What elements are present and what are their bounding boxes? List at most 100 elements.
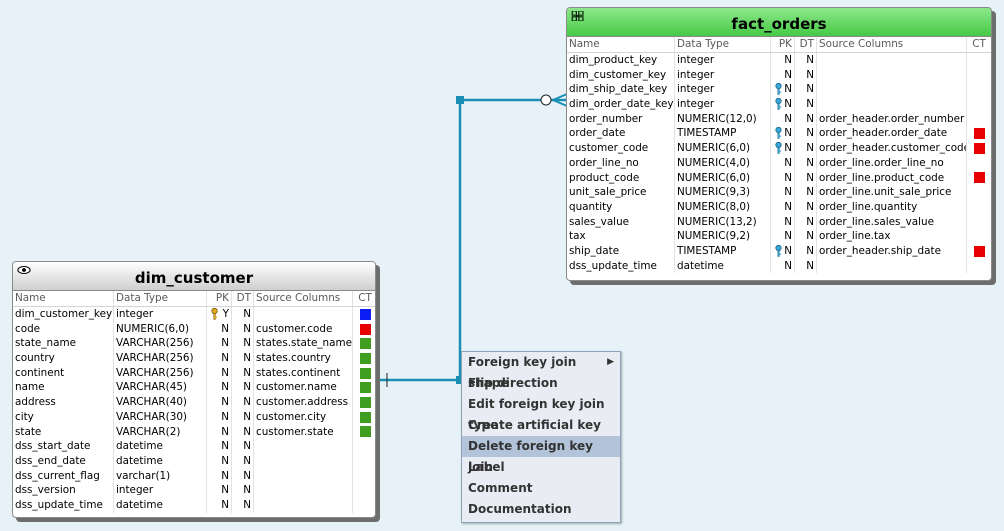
data-type: varchar(1) [114, 468, 207, 484]
table-header[interactable]: fact_orders [567, 8, 991, 37]
table-title: fact_orders [731, 15, 827, 33]
fact-orders-table[interactable]: fact_orders Name Data Type PK DT Source … [566, 7, 992, 281]
data-type: NUMERIC(8,0) [675, 199, 771, 215]
col-name-header: Name [567, 37, 675, 52]
col-ct-header: CT [972, 38, 986, 50]
data-type: datetime [114, 453, 207, 469]
ct-indicator [353, 307, 375, 322]
pk-flag: N [207, 321, 232, 337]
column-name: quantity [567, 199, 675, 215]
menu-item-comment[interactable]: Comment [462, 478, 620, 499]
data-type: VARCHAR(2) [114, 424, 207, 440]
menu-item-label: Flip direction [468, 376, 558, 390]
dt-flag: N [795, 155, 817, 171]
data-type: integer [675, 67, 771, 83]
ct-indicator [967, 215, 989, 230]
data-type: NUMERIC(13,2) [675, 214, 771, 230]
pk-flag: N [771, 141, 795, 156]
menu-item-label: Delete foreign key join [468, 439, 593, 474]
dt-flag: N [795, 229, 817, 244]
source-column [254, 453, 353, 469]
source-column: customer.name [254, 380, 353, 396]
source-column: order_line.order_line_no [817, 155, 967, 171]
ct-indicator [353, 454, 375, 469]
menu-item-documentation[interactable]: Documentation [462, 499, 620, 520]
menu-item-flip-direction[interactable]: Flip direction [462, 373, 620, 394]
menu-item-label[interactable]: Label [462, 457, 620, 478]
dim-customer-table[interactable]: dim_customer Name Data Type PK DT Source… [12, 261, 376, 518]
dt-flag: N [795, 111, 817, 127]
col-name-header: Name [13, 291, 114, 306]
menu-item-foreign-key-join-shape[interactable]: Foreign key join shape▶ [462, 352, 620, 390]
table-header[interactable]: dim_customer [13, 262, 375, 291]
source-column [254, 307, 353, 322]
source-column [254, 497, 353, 513]
ct-indicator [967, 82, 989, 97]
column-name: unit_sale_price [567, 185, 675, 200]
source-column [254, 483, 353, 498]
data-type: NUMERIC(12,0) [675, 111, 771, 127]
data-type: NUMERIC(9,3) [675, 185, 771, 200]
column-name: dss_version [13, 483, 114, 498]
change-type-swatch [359, 352, 371, 364]
data-type: NUMERIC(9,2) [675, 229, 771, 244]
pk-flag-text: N [784, 98, 792, 111]
key-icon [775, 127, 782, 140]
eye-icon [17, 265, 31, 275]
dt-flag: N [232, 468, 254, 484]
column-name: order_date [567, 126, 675, 142]
change-type-swatch [359, 382, 371, 394]
source-column [817, 82, 967, 98]
ct-indicator [967, 244, 989, 259]
source-column: customer.state [254, 424, 353, 440]
column-name: dim_customer_key [15, 307, 114, 322]
join-handle[interactable] [456, 96, 464, 104]
pk-flag: Y [207, 307, 232, 322]
column-name: country [13, 351, 114, 366]
pk-flag: N [207, 483, 232, 498]
column-name: dss_end_date [13, 453, 114, 469]
source-column: states.continent [254, 365, 353, 381]
ct-indicator [353, 469, 375, 484]
column-name: continent [13, 365, 114, 381]
pk-flag: N [207, 336, 232, 352]
menu-item-create-artificial-key[interactable]: Create artificial key [462, 415, 620, 436]
pk-flag: N [771, 229, 795, 244]
menu-item-delete-foreign-key-join[interactable]: Delete foreign key join [462, 436, 620, 474]
ct-indicator [967, 68, 989, 83]
ct-indicator [967, 126, 989, 141]
menu-item-edit-foreign-key-join-type[interactable]: Edit foreign key join type [462, 394, 620, 432]
join-handle[interactable] [456, 376, 464, 384]
